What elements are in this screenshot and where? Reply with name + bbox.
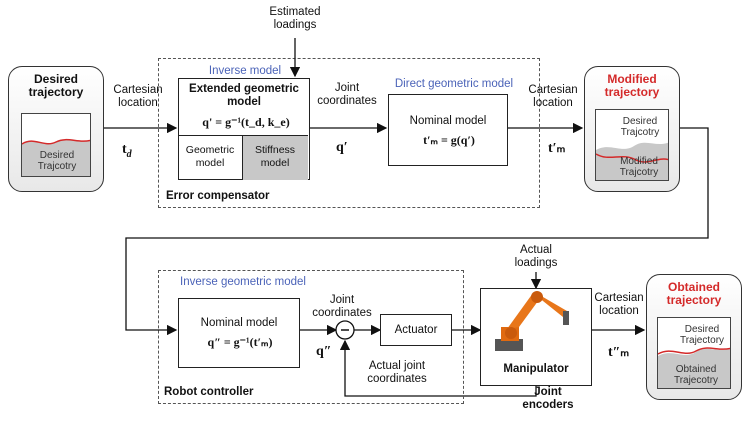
modified-trajectory-curves <box>596 142 668 180</box>
obtained-trajectory-box: Obtained trajectory Desired Trajectory O… <box>646 274 742 400</box>
obtained-trajectory-curves <box>658 347 730 388</box>
q-double-prime-symbol: q″ <box>316 344 332 359</box>
extended-geometric-model-box: Extended geometric model q' = g⁻¹(t_d, k… <box>178 78 310 180</box>
tm-prime-symbol: t′ₘ <box>548 141 566 156</box>
manipulator-box: Manipulator <box>480 288 592 386</box>
desired-trajectory-box: Desired trajectory Desired Trajcotry <box>8 66 104 192</box>
robot-controller-region <box>158 270 464 404</box>
modified-trajectory-title: Modified trajectory <box>604 72 660 99</box>
robot-arm-image <box>495 291 569 351</box>
error-compensator-label: Error compensator <box>166 190 270 202</box>
inverse-model-label: Inverse model <box>208 65 282 77</box>
cartesian-location-label-1: Cartesian location <box>113 84 163 109</box>
extended-geometric-model-title: Extended geometric model <box>189 83 299 108</box>
modified-trajectory-plot: Desired Trajcotry Modified Trajcotry <box>595 109 669 181</box>
geometric-model-label: Geometric model <box>185 144 235 169</box>
nominal-model-box-top: Nominal model t′ₘ = g(q′) <box>388 94 508 166</box>
obtained-trajectory-title: Obtained trajectory <box>666 280 722 307</box>
extended-geometric-model-equation: q' = g⁻¹(t_d, k_e) <box>202 115 290 129</box>
tm-double-prime-symbol: t″ₘ <box>608 345 630 360</box>
desired-trajectory-curve <box>22 138 90 176</box>
cartesian-location-label-2: Cartesian location <box>528 84 578 109</box>
stiffness-model-label: Stiffness model <box>254 144 296 169</box>
actual-joint-coordinates-label: Actual joint coordinates <box>367 360 427 385</box>
actual-loadings-label: Actual loadings <box>514 244 558 269</box>
actuator-label: Actuator <box>394 324 438 336</box>
modified-trajectory-box: Modified trajectory Desired Trajcotry Mo… <box>584 66 680 192</box>
error-compensator-region <box>158 58 540 208</box>
nominal-model-title-top: Nominal model <box>409 115 487 127</box>
td-symbol: td <box>122 142 132 160</box>
direct-geometric-model-label: Direct geometric model <box>394 78 514 90</box>
joint-coordinates-label-top: Joint coordinates <box>317 82 377 107</box>
estimated-loadings-label: Estimated loadings <box>269 6 321 31</box>
manipulator-label: Manipulator <box>503 363 569 375</box>
stiffness-model-cell: Stiffness model <box>243 135 308 180</box>
geometric-model-cell: Geometric model <box>179 135 243 179</box>
modified-trajectory-modified-label: Modified Trajcotry <box>619 156 659 178</box>
q-prime-symbol: q′ <box>336 140 348 155</box>
obtained-trajectory-desired-label: Desired Trajectory <box>679 324 725 346</box>
inverse-geometric-model-label: Inverse geometric model <box>180 276 306 288</box>
cartesian-location-label-3: Cartesian location <box>594 292 644 317</box>
nominal-model-equation-bottom: q″ = g⁻¹(t′ₘ) <box>207 335 273 349</box>
nominal-model-title-bottom: Nominal model <box>200 317 278 329</box>
actuator-box: Actuator <box>380 314 452 346</box>
obtained-trajectory-plot: Desired Trajectory Obtained Trajecotry <box>657 317 731 389</box>
modified-trajectory-desired-label: Desired Trajcotry <box>620 116 660 138</box>
robot-controller-label: Robot controller <box>164 386 254 398</box>
desired-trajectory-inner-label: Desired Trajcotry <box>37 150 77 172</box>
desired-trajectory-title: Desired trajectory <box>28 72 84 99</box>
nominal-model-box-bottom: Nominal model q″ = g⁻¹(t′ₘ) <box>178 298 300 368</box>
joint-encoders-label: Joint encoders <box>522 386 574 411</box>
joint-coordinates-label-bottom: Joint coordinates <box>312 294 372 319</box>
desired-trajectory-plot: Desired Trajcotry <box>21 113 91 177</box>
obtained-trajectory-obtained-label: Obtained Trajecotry <box>673 364 719 386</box>
nominal-model-equation-top: t′ₘ = g(q′) <box>423 133 475 147</box>
